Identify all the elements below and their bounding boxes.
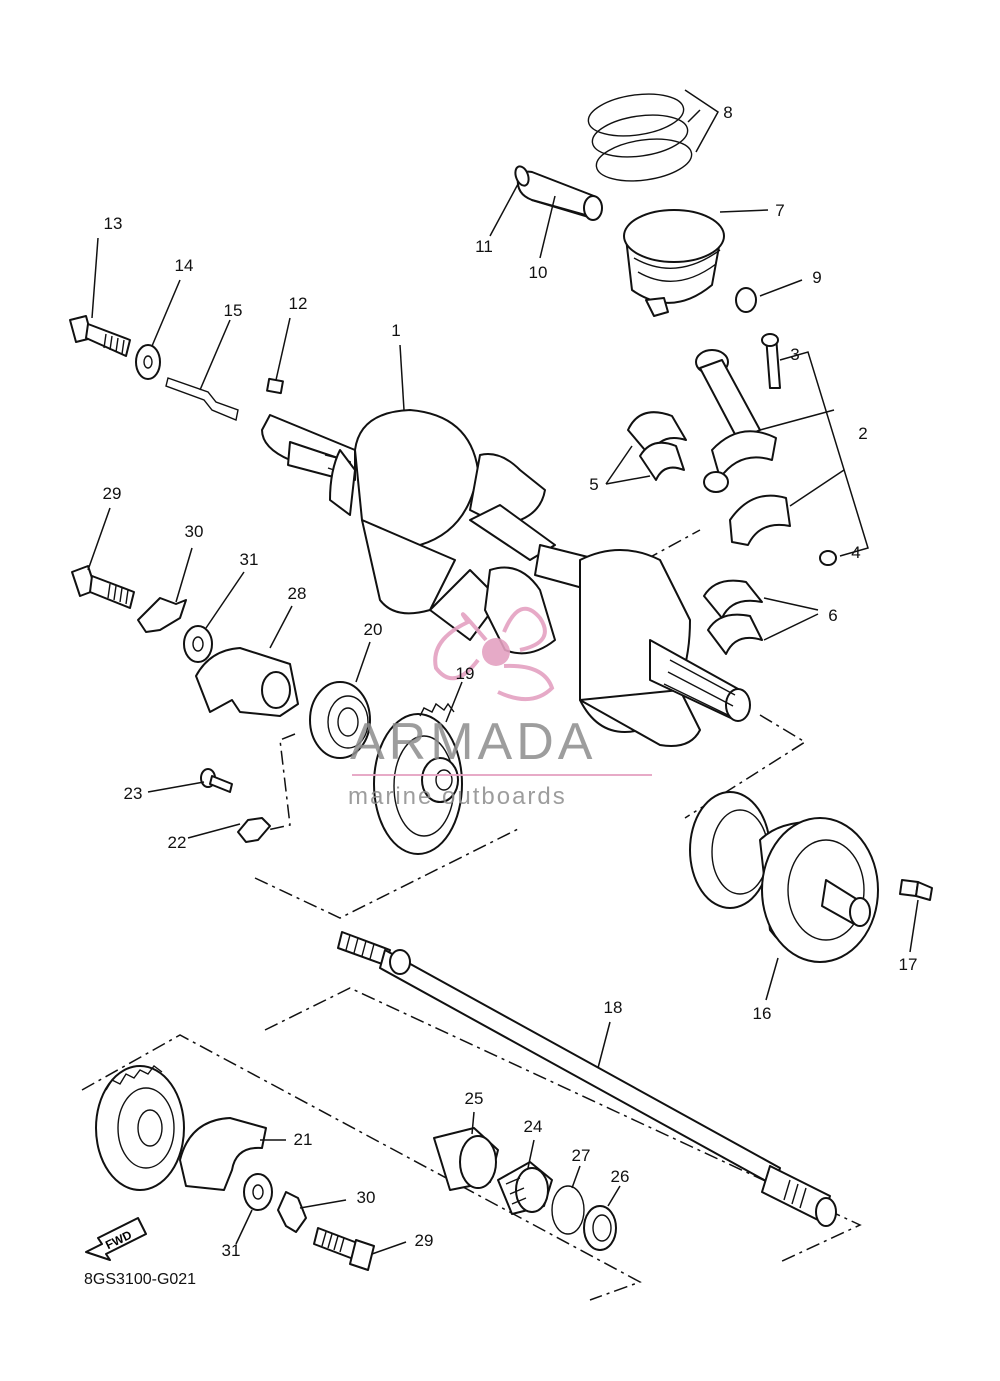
callout-10: 10	[528, 263, 548, 282]
callout-4: 4	[851, 543, 861, 562]
callout-5: 5	[589, 475, 599, 494]
watermark-tagline: marine outboards	[348, 783, 567, 810]
callout-12: 12	[288, 294, 308, 313]
callout-15: 15	[223, 301, 243, 320]
leader-lines	[87, 89, 919, 1255]
callout-29-lower: 29	[414, 1231, 434, 1250]
watermark-underline	[352, 774, 652, 776]
bearing-housing-16	[689, 791, 933, 963]
callout-20: 20	[363, 620, 383, 639]
callout-30: 30	[184, 522, 204, 541]
callout-31: 31	[239, 550, 259, 569]
ball-bearing-20	[309, 681, 371, 759]
callout-8: 8	[723, 103, 733, 122]
screw-plate	[200, 768, 271, 843]
callout-2: 2	[858, 424, 868, 443]
callout-24: 24	[523, 1117, 543, 1136]
drive-gear-19	[373, 702, 463, 855]
callout-23: 23	[123, 784, 143, 803]
lower-gear-assembly	[95, 1065, 375, 1271]
propeller-logo-icon	[433, 606, 555, 701]
piston-rings	[587, 93, 693, 182]
callout-29: 29	[102, 484, 122, 503]
callout-16: 16	[752, 1004, 772, 1023]
connecting-rod	[695, 333, 837, 566]
drive-shaft-18	[337, 931, 837, 1227]
callout-17: 17	[898, 955, 918, 974]
callout-30-lower: 30	[356, 1188, 376, 1207]
callout-18: 18	[603, 998, 623, 1017]
fwd-arrow-icon: FWD	[85, 1217, 147, 1261]
callout-19: 19	[455, 664, 475, 683]
callout-9: 9	[812, 268, 822, 287]
callout-6: 6	[828, 606, 838, 625]
lower-bearing-parts	[433, 1127, 617, 1251]
callout-11: 11	[475, 237, 493, 256]
callout-25: 25	[464, 1089, 484, 1108]
crankshaft	[261, 377, 751, 747]
callout-3: 3	[790, 345, 800, 364]
callout-13: 13	[103, 214, 123, 233]
drawing-code: 8GS3100-G021	[84, 1271, 197, 1288]
piston	[623, 209, 725, 317]
callout-22: 22	[167, 833, 187, 852]
callout-31-lower: 31	[221, 1241, 241, 1260]
callout-21: 21	[293, 1130, 313, 1149]
callout-7: 7	[775, 201, 785, 220]
callout-26: 26	[610, 1167, 630, 1186]
callout-14: 14	[174, 256, 194, 275]
balancer-weight-assembly	[71, 565, 299, 717]
callout-1: 1	[391, 321, 401, 340]
conrod-bearings	[627, 411, 687, 481]
bolt-washer-key	[69, 315, 239, 421]
watermark-brand: ARMADA	[350, 713, 597, 771]
callout-28: 28	[287, 584, 307, 603]
main-bearings	[703, 579, 763, 655]
piston-pin	[514, 165, 757, 313]
callout-27: 27	[571, 1146, 591, 1165]
